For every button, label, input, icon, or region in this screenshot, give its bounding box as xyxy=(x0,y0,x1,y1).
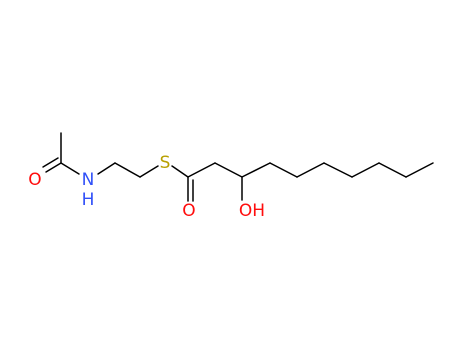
bond-c4-c5 xyxy=(187,162,216,178)
bond-c1-o-double-b xyxy=(42,157,59,168)
bond-c12-c13 xyxy=(405,162,434,178)
bond-c1-n xyxy=(60,162,80,175)
atom-label-nitrogen: N xyxy=(82,170,95,190)
atom-label-sulfur: S xyxy=(160,153,171,173)
bond-c8-c9 xyxy=(296,162,325,178)
bond-c6-c7 xyxy=(241,162,271,178)
bond-c9-c10 xyxy=(323,162,353,178)
atom-label-oxygen-left: O xyxy=(28,170,41,190)
atom-label-hydroxyl: OH xyxy=(239,201,265,221)
bonds xyxy=(42,132,434,202)
bond-s-c4 xyxy=(171,165,189,178)
bond-c11-c12 xyxy=(378,162,407,178)
bond-c3-s xyxy=(139,165,159,178)
bond-c7-c8 xyxy=(269,162,298,178)
atom-label-oxygen-right: O xyxy=(182,201,195,221)
bond-c10-c11 xyxy=(351,162,380,178)
bond-c2-c3 xyxy=(114,162,141,178)
bond-c1-o-double-a xyxy=(45,162,62,173)
bond-n-c2 xyxy=(97,162,116,175)
atom-label-nitrogen-hydrogen: H xyxy=(82,190,95,210)
bond-c5-c6 xyxy=(214,162,243,178)
atom-labels: O N H S O OH xyxy=(28,153,265,221)
